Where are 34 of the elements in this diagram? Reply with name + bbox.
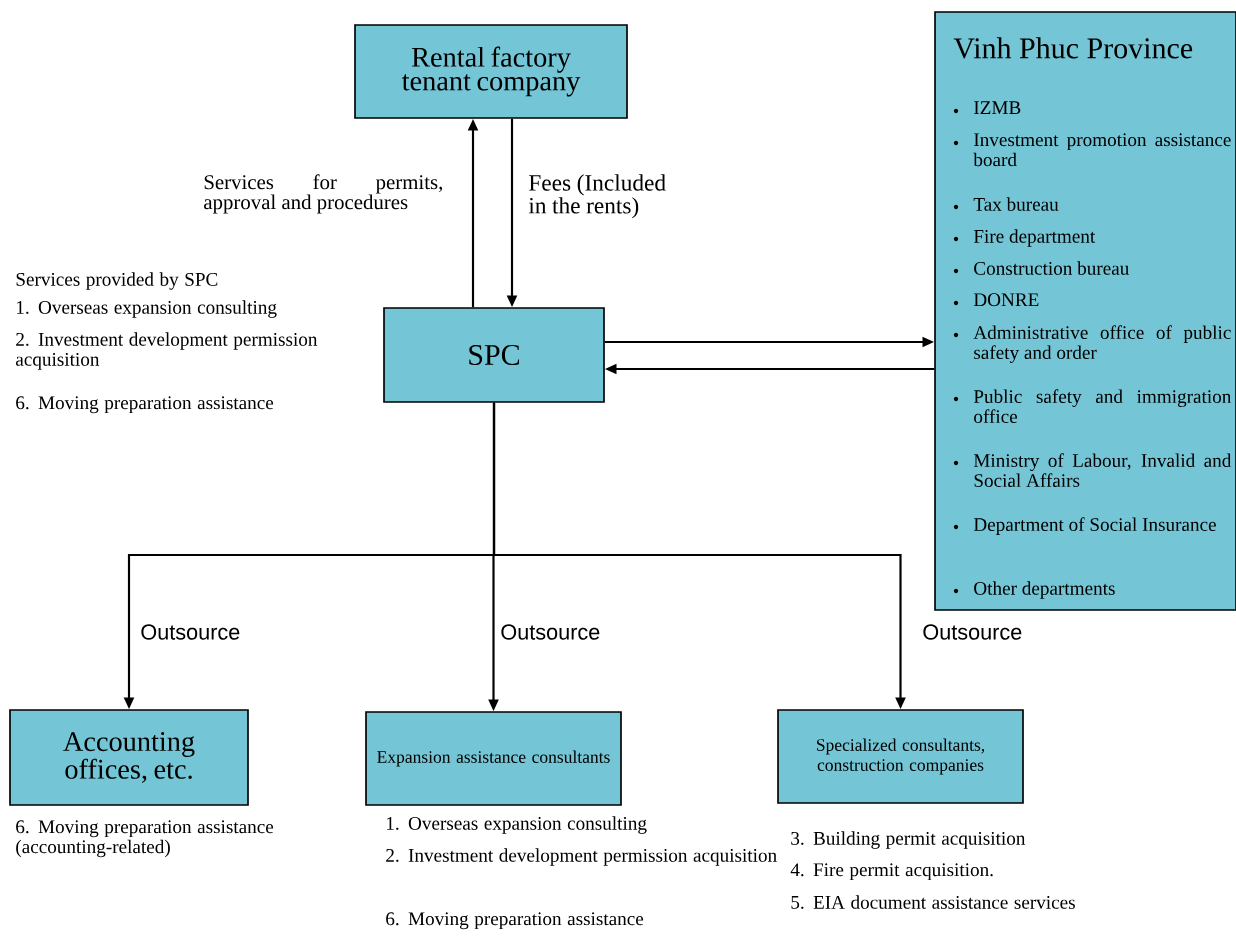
list-item: Administrative office of public safety and order [953, 325, 1231, 363]
edge-label: Services for permits, approval and procedures [204, 174, 442, 214]
service-list-item: 6. Moving preparation assistance [386, 912, 644, 930]
list-item: Ministry of Labour, Invalid and Social Affairs [953, 453, 1232, 487]
process-box: Rental factory tenant company [354, 24, 628, 119]
service-list-item: 2. Investment development permission acquisition [386, 848, 777, 866]
edge-label: Outsource [141, 624, 240, 640]
list-item: Construction bureau [953, 261, 1129, 275]
list-item: DONRE [953, 293, 1039, 307]
organization-box [934, 11, 1236, 611]
list-item: Other departments [953, 581, 1115, 599]
edge-label: Outsource [501, 624, 600, 640]
list-item: Tax bureau [953, 197, 1059, 211]
list-item: Investment promotion assistance board [953, 133, 1231, 167]
process-box: Specialized consultants, construction companies [777, 709, 1024, 804]
box-heading: Vinh Phuc Province [953, 37, 1193, 59]
service-list-item: 3. Building permit acquisition [791, 831, 1026, 849]
edge-label: Fees (Included in the rents) [528, 174, 666, 219]
list-item: IZMB [953, 101, 1021, 114]
service-list-item: 6. Moving preparation assistance (accounting-related) [16, 820, 274, 858]
list-item: Department of Social Insurance [953, 517, 1216, 535]
list-item: Fire department [953, 229, 1096, 247]
service-list-item: 5. EIA document assistance services [791, 895, 1075, 909]
list-item: Public safety and immigration office [953, 389, 1232, 423]
service-list-item: 4. Fire permit acquisition. [790, 863, 993, 881]
service-list-item: 2. Investment development permission acquisition [16, 332, 318, 370]
service-list-item: 6. Moving preparation assistance [16, 396, 274, 414]
list-heading: Services provided by SPC [16, 272, 218, 290]
process-box: SPC [383, 307, 605, 403]
service-list-item: 1. Overseas expansion consulting [387, 816, 647, 834]
edge-label: Outsource [923, 624, 1022, 640]
process-box: Expansion assistance consultants [365, 711, 622, 806]
service-list-item: 1. Overseas expansion consulting [17, 300, 277, 318]
process-box: Accounting offices, etc. [9, 709, 249, 806]
